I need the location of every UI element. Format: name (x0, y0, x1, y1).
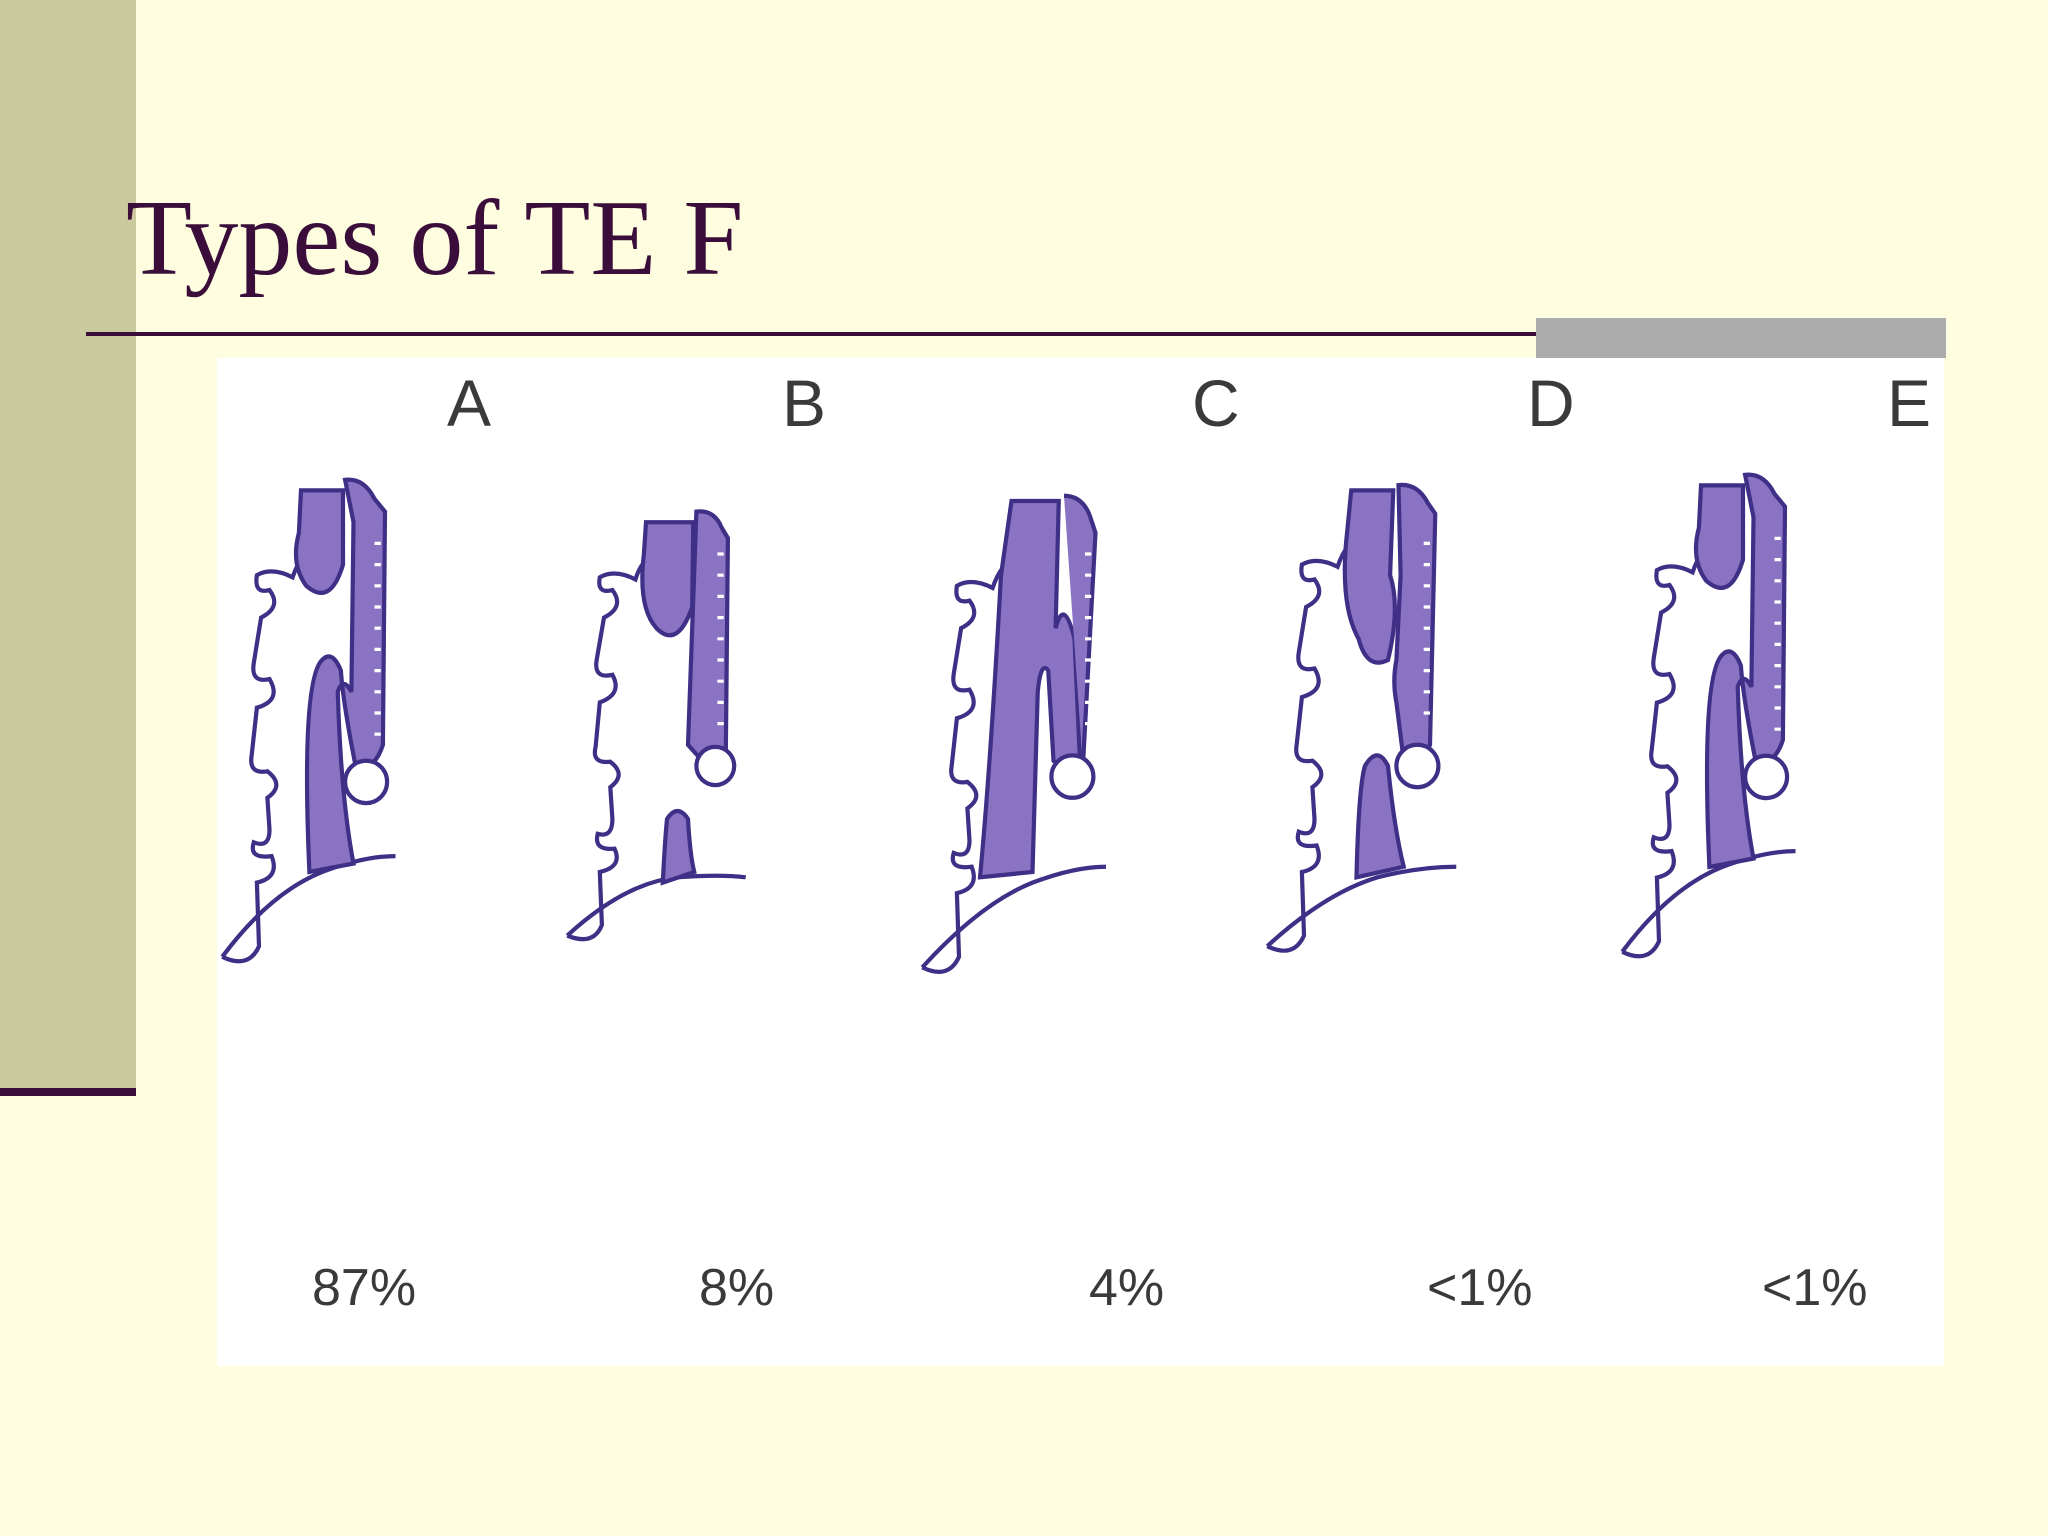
panel-e-letter: E (1887, 366, 1931, 440)
panel-c-drawing (922, 496, 1106, 972)
panel-d-percent: <1% (1427, 1259, 1533, 1317)
panel-c-percent: 4% (1089, 1259, 1164, 1317)
left-accent-bar (0, 0, 136, 1088)
panel-b-drawing (567, 511, 746, 939)
panel-a-percent: 87% (312, 1259, 416, 1317)
panel-e-percent: <1% (1762, 1259, 1868, 1317)
panel-b-percent: 8% (699, 1259, 774, 1317)
title-rule (86, 332, 1946, 336)
panel-a-letter: A (447, 366, 491, 440)
panel-b-letter: B (782, 366, 826, 440)
panel-d-letter: D (1527, 366, 1575, 440)
panel-c-letter: C (1192, 366, 1240, 440)
left-accent-bar-base (0, 1088, 136, 1096)
slide-title: Types of TE F (126, 179, 744, 298)
tef-diagram: A B C D E 87% 8% 4% <1% <1% (217, 366, 1931, 1317)
title-rule-tab (1536, 318, 1946, 358)
panel-e-drawing (1622, 475, 1795, 957)
panel-a-drawing (222, 480, 395, 962)
panel-d-drawing (1267, 485, 1456, 951)
tef-types-figure: A B C D E 87% 8% 4% <1% <1% (217, 358, 1944, 1366)
